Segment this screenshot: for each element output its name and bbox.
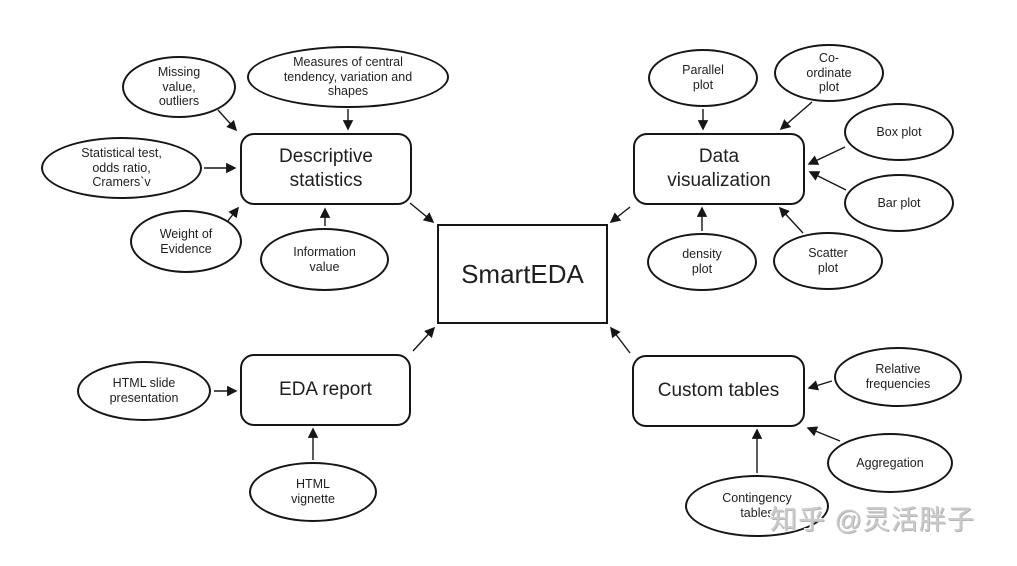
node-descriptive-statistics-label: Descriptive statistics	[279, 146, 373, 191]
node-information-value: Information value	[260, 228, 389, 291]
node-parallel-plot: Parallel plot	[648, 49, 758, 107]
node-measures-central: Measures of central tendency, variation …	[247, 46, 449, 108]
arrow-customtables-to-smarteda	[610, 326, 631, 354]
node-statistical-test: Statistical test, odds ratio, Cramers`v	[41, 137, 202, 199]
node-statistical-test-label: Statistical test, odds ratio, Cramers`v	[81, 145, 162, 190]
node-bar-plot-label: Bar plot	[877, 195, 921, 210]
node-aggregation-label: Aggregation	[856, 455, 924, 470]
arrow-boxplot-to-dataviz	[807, 146, 846, 165]
arrow-barplot-to-dataviz	[808, 171, 847, 191]
arrow-woe-to-descstats	[226, 206, 239, 223]
node-descriptive-statistics: Descriptive statistics	[240, 133, 412, 205]
node-box-plot-label: Box plot	[876, 124, 922, 139]
arrow-missing-to-descstats	[217, 109, 238, 132]
node-contingency-tables: Contingency tables	[685, 475, 829, 537]
arrow-dataviz-to-smarteda	[609, 206, 631, 223]
node-eda-report: EDA report	[240, 354, 411, 426]
node-html-slide-label: HTML slide presentation	[109, 376, 179, 405]
node-smarteda-label: SmartEDA	[461, 258, 584, 289]
node-density-plot-label: density plot	[682, 247, 722, 276]
watermark: 知乎 @灵活胖子	[770, 505, 975, 535]
arrow-coordinate-to-dataviz	[779, 101, 813, 131]
node-data-visualization: Data visualization	[633, 133, 805, 205]
node-bar-plot: Bar plot	[844, 174, 954, 232]
node-scatter-plot-label: Scatter plot	[808, 246, 848, 275]
node-information-value-label: Information value	[293, 244, 356, 274]
arrow-descstats-to-smarteda	[409, 202, 435, 224]
node-aggregation: Aggregation	[827, 433, 953, 493]
node-html-vignette: HTML vignette	[249, 462, 377, 522]
arrow-aggregation-to-customtables	[806, 426, 841, 442]
node-relative-frequencies-label: Relative frequencies	[865, 362, 931, 391]
node-coordinate-plot-label: Co-ordinate plot	[806, 50, 852, 95]
node-html-vignette-label: HTML vignette	[291, 477, 335, 506]
arrow-scatter-to-dataviz	[778, 206, 804, 234]
node-scatter-plot: Scatter plot	[773, 232, 883, 290]
node-weight-of-evidence: Weight of Evidence	[130, 210, 242, 273]
node-relative-frequencies: Relative frequencies	[834, 347, 962, 407]
node-eda-report-label: EDA report	[279, 379, 372, 401]
node-weight-of-evidence-label: Weight of Evidence	[159, 226, 213, 256]
arrow-relfreq-to-customtables	[807, 380, 833, 391]
node-data-visualization-label: Data visualization	[667, 146, 771, 191]
node-custom-tables-label: Custom tables	[657, 380, 780, 402]
node-custom-tables: Custom tables	[632, 355, 805, 427]
node-missing-value: Missing value, outliers	[122, 56, 236, 118]
node-coordinate-plot: Co-ordinate plot	[774, 44, 884, 102]
node-measures-central-label: Measures of central tendency, variation …	[283, 54, 413, 99]
node-contingency-tables-label: Contingency tables	[722, 491, 792, 520]
node-density-plot: density plot	[647, 233, 757, 291]
arrow-edareport-to-smarteda	[412, 326, 436, 352]
node-missing-value-label: Missing value, outliers	[157, 64, 201, 109]
node-parallel-plot-label: Parallel plot	[682, 63, 724, 92]
node-html-slide: HTML slide presentation	[77, 361, 211, 421]
node-box-plot: Box plot	[844, 103, 954, 161]
node-smarteda: SmartEDA	[437, 224, 608, 324]
